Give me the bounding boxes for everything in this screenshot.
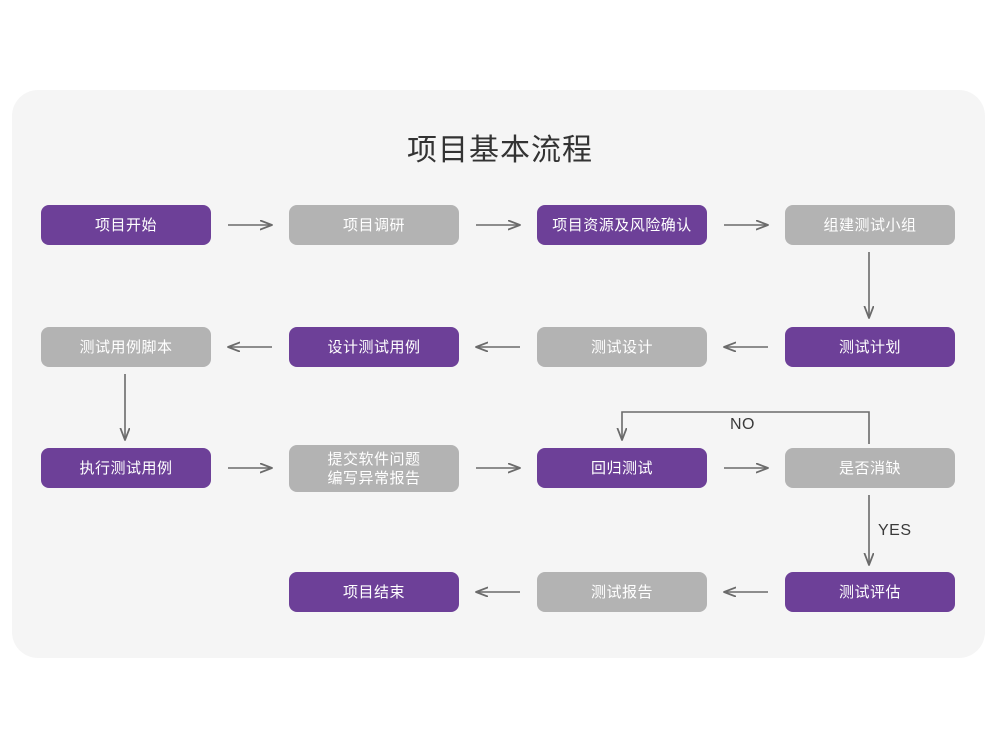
node-project-start[interactable]: 项目开始: [41, 205, 211, 245]
node-regression-test[interactable]: 回归测试: [537, 448, 707, 488]
node-project-research[interactable]: 项目调研: [289, 205, 459, 245]
node-design-test-case[interactable]: 设计测试用例: [289, 327, 459, 367]
node-submit-issue-report[interactable]: 提交软件问题 编写异常报告: [289, 445, 459, 492]
edge-label-yes: YES: [878, 522, 912, 539]
node-execute-test-case[interactable]: 执行测试用例: [41, 448, 211, 488]
node-test-case-script[interactable]: 测试用例脚本: [41, 327, 211, 367]
node-form-test-team[interactable]: 组建测试小组: [785, 205, 955, 245]
node-test-report[interactable]: 测试报告: [537, 572, 707, 612]
node-test-evaluation[interactable]: 测试评估: [785, 572, 955, 612]
node-test-design[interactable]: 测试设计: [537, 327, 707, 367]
edge-label-no: NO: [730, 416, 755, 433]
diagram-card: [12, 90, 985, 658]
node-project-end[interactable]: 项目结束: [289, 572, 459, 612]
node-test-plan[interactable]: 测试计划: [785, 327, 955, 367]
node-resource-risk-confirm[interactable]: 项目资源及风险确认: [537, 205, 707, 245]
node-defect-cleared[interactable]: 是否消缺: [785, 448, 955, 488]
page-title: 项目基本流程: [407, 134, 593, 167]
